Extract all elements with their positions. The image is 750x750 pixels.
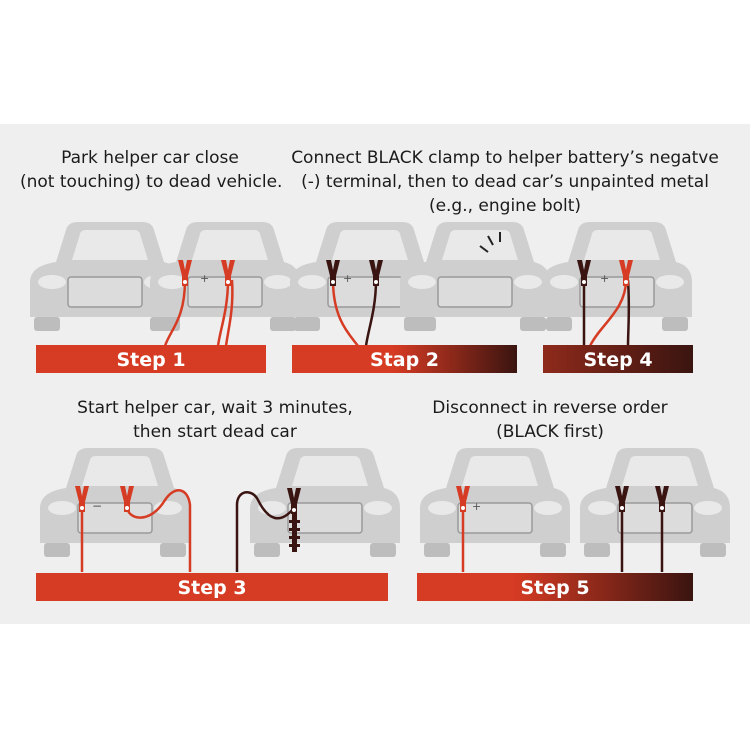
step4-bar: Step 4 xyxy=(543,345,693,373)
step3-bar: Step 3 xyxy=(36,573,388,601)
step5-bar: Step 5 xyxy=(417,573,693,601)
car-icon xyxy=(579,447,731,558)
car-icon xyxy=(249,447,401,558)
caption-start: Start helper car, wait 3 minutes,then st… xyxy=(77,398,353,442)
jumper-cable-icon xyxy=(582,279,631,347)
step3-scene: − xyxy=(39,447,401,572)
car-icon xyxy=(39,447,191,558)
svg-text:+: + xyxy=(200,272,209,285)
svg-text:+: + xyxy=(600,272,609,285)
svg-text:−: − xyxy=(92,499,102,513)
jumper-cable-icon xyxy=(80,489,295,572)
car-icon xyxy=(541,221,693,332)
caption-black-clamp: Connect BLACK clamp to helper battery’s … xyxy=(291,148,719,216)
step1-scene: + xyxy=(29,221,301,347)
caption-park: Park helper car close(not touching) to d… xyxy=(20,148,283,192)
jumper-cable-icon xyxy=(163,279,234,347)
engine-bolt-icon xyxy=(289,514,300,552)
step1-bar: Step 1 xyxy=(36,345,266,373)
car-icon xyxy=(399,221,551,332)
caption-disconnect: Disconnect in reverse order(BLACK first) xyxy=(432,398,668,442)
step2-bar: Stap 2 xyxy=(292,345,517,373)
step2-scene: + xyxy=(289,221,551,347)
step4-scene: + xyxy=(541,221,693,347)
spark-icon xyxy=(479,232,501,253)
step5-scene: + xyxy=(419,447,731,572)
car-icon xyxy=(419,447,571,558)
jumper-cable-icon xyxy=(331,279,378,347)
jumper-cable-icon xyxy=(461,506,664,572)
svg-text:+: + xyxy=(343,272,352,285)
svg-text:+: + xyxy=(472,500,481,513)
